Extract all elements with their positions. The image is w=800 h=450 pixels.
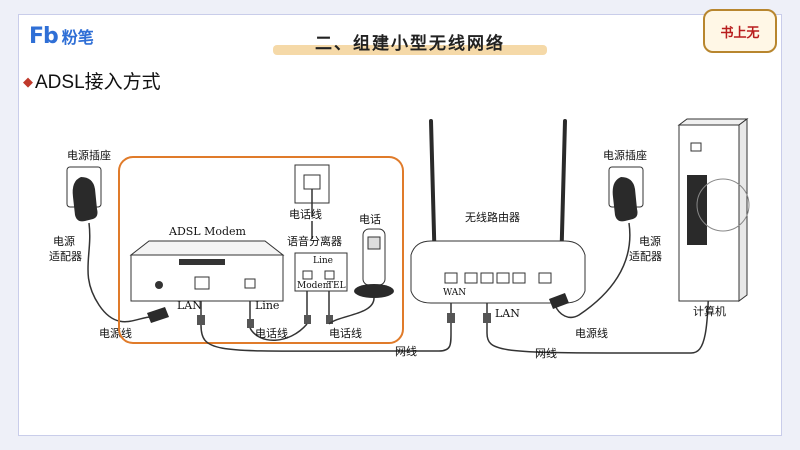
section-heading: ◆ADSL接入方式 [23,67,161,94]
phone-jack-socket [303,174,321,190]
phone-screen [367,236,381,250]
power-adapter-left [72,177,98,222]
modem-group-box [118,156,404,344]
label-splitter-modem: Modem [297,281,332,291]
label-phone: 电话 [359,213,381,226]
power-cord-right [554,222,631,319]
label-phone-line-b: 电话线 [329,326,362,340]
label-adapter-left-2: 适配器 [49,250,82,263]
modem-to-splitter-cable [249,323,308,341]
router-lan-plug [483,313,491,323]
label-outlet-right: 电源插座 [603,148,647,162]
router-wan-port [444,272,458,284]
power-cord-left [87,222,155,323]
computer-top [677,118,749,126]
modem-line-plug [247,319,254,328]
splitter-modem-plug [304,315,311,324]
logo-text: 粉笔 [61,28,94,47]
label-splitter: 语音分离器 [287,234,342,248]
modem-to-router-cable [200,324,452,352]
label-adapter-left-1: 电源 [53,234,75,248]
router-wan-plug [447,313,455,323]
router-to-computer-cable [486,254,710,354]
brand-logo: Fb 粉笔 [29,21,94,51]
router-lan-port-3 [496,272,510,284]
logo-mark: Fb [29,23,59,49]
modem-top [129,240,285,256]
label-modem: ADSL Modem [168,225,247,238]
label-phone-line-top: 电话线 [289,207,322,221]
slide-title: 二、组建小型无线网络 [265,29,555,59]
label-net-cable-b: 网线 [535,346,557,360]
stamp-text: 书上无 [720,25,760,41]
label-adapter-right-1: 电源 [639,234,661,248]
label-power-cord-left: 电源线 [99,326,132,340]
computer-fan [696,178,750,232]
modem-lan-port [194,276,210,290]
power-plug-right [549,293,569,309]
phone-base [354,284,394,298]
splitter-modem-port [302,270,313,280]
power-adapter-right [612,177,638,222]
slide-title-text: 二、组建小型无线网络 [315,34,505,54]
diamond-bullet-icon: ◆ [23,74,33,89]
top-bar: Fb 粉笔 二、组建小型无线网络 书上无 [19,9,783,59]
slide: Fb 粉笔 二、组建小型无线网络 书上无 ◆ADSL接入方式 电源插座 电源 适… [18,9,783,436]
label-splitter-line: Line [313,256,333,266]
router-lan-port-1 [464,272,478,284]
modem-lan-plug [197,315,205,325]
label-power-cord-right: 电源线 [575,326,608,340]
label-computer: 计算机 [693,304,726,318]
computer-side [738,118,748,302]
splitter-to-phone-cable [328,297,375,325]
label-outlet-left: 电源插座 [67,148,111,162]
router-lan-port-2 [480,272,494,284]
label-splitter-tel: TEL [327,281,346,291]
modem-power-port [155,281,163,289]
title-highlight [273,45,547,55]
label-modem-lan: LAN [177,299,202,312]
label-net-cable-a: 网线 [395,344,417,358]
router-power-port [538,272,552,284]
router-lan-port-4 [512,272,526,284]
modem-line-port [244,278,256,289]
modem-badge [179,259,225,265]
splitter-tel-port [324,270,335,280]
router-body [410,240,586,304]
power-plug-left [147,307,169,323]
label-router-wan: WAN [443,288,466,298]
stamp-badge: 书上无 [703,9,777,53]
label-phone-line-a: 电话线 [255,326,288,340]
computer-drive-bay [690,142,702,152]
network-diagram: 电源插座 电源 适配器 电源线 ADSL Modem LAN Line 电话线 … [49,118,750,360]
label-router-lan: LAN [495,307,520,320]
section-heading-text: ADSL接入方式 [35,72,161,93]
label-adapter-right-2: 适配器 [629,250,662,263]
label-router: 无线路由器 [465,210,520,224]
label-modem-line: Line [255,299,279,312]
